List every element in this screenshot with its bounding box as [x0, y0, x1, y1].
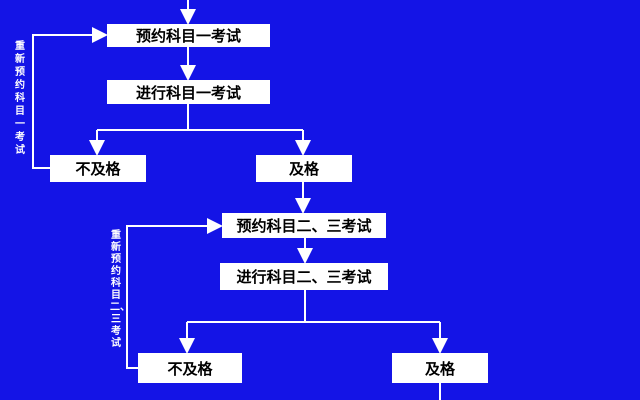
node-pass-subject1: 及格 [256, 155, 352, 182]
node-take-subject1: 进行科目一考试 [107, 80, 270, 104]
node-take-subject23: 进行科目二、三考试 [220, 263, 388, 290]
node-fail-subject1: 不及格 [50, 155, 146, 182]
label-rebook-subject1: 重新预约科目一考试 [15, 41, 25, 156]
node-fail-subject23: 不及格 [138, 353, 242, 383]
node-pass-subject23: 及格 [392, 353, 488, 383]
label-rebook-subject23: 重新预约科目二、三考试 [110, 230, 130, 349]
arrow-rebook23 [126, 218, 223, 369]
node-book-subject1: 预约科目一考试 [107, 24, 270, 47]
arrow-rebook1 [32, 27, 108, 169]
node-book-subject23: 预约科目二、三考试 [222, 213, 386, 238]
